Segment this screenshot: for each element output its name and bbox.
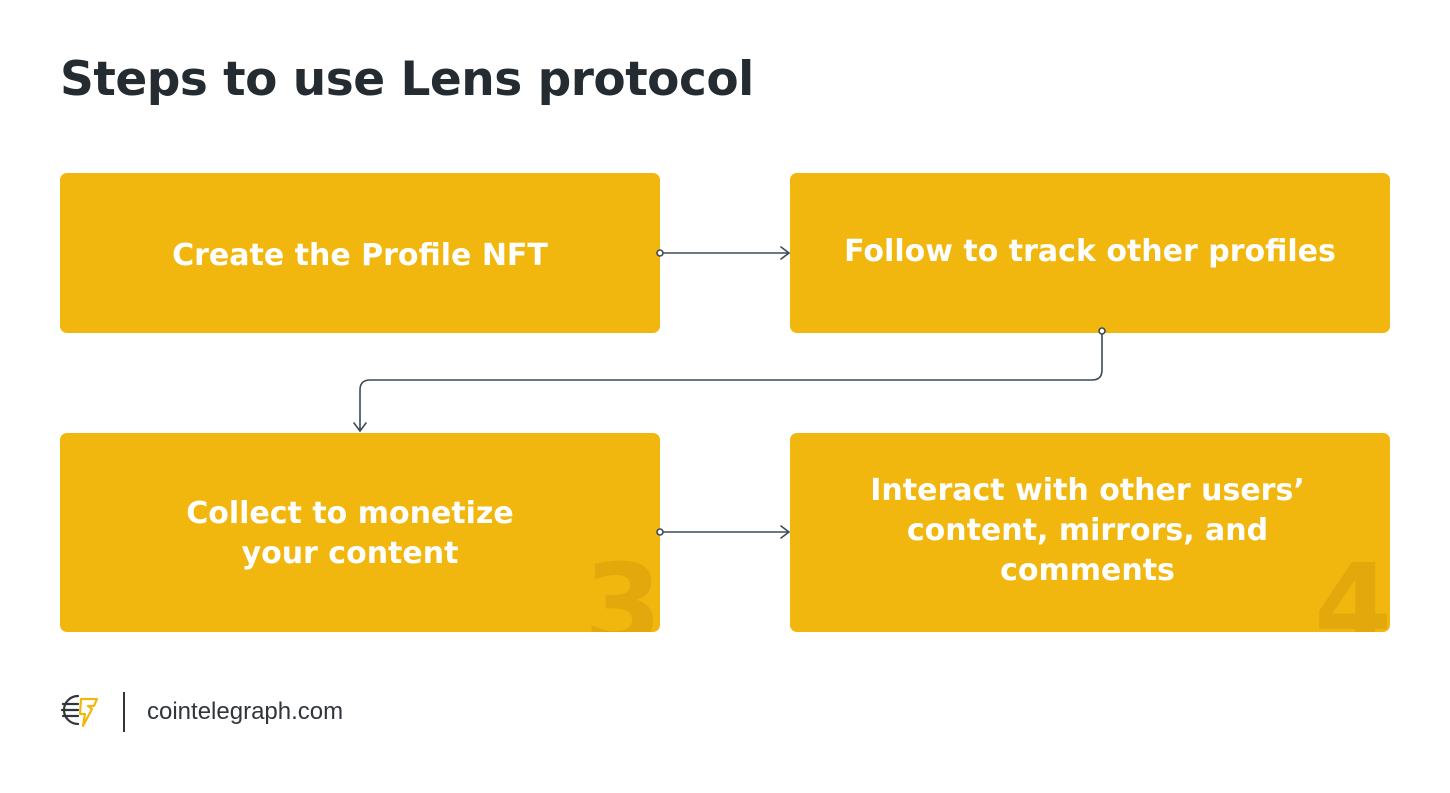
step-1-label: Create the Profile NFT — [172, 238, 548, 273]
arrow-step2-to-step3 — [353, 327, 1106, 432]
footer-domain: cointelegraph.com — [147, 698, 344, 725]
arrow-step3-to-step4 — [656, 525, 790, 539]
cointelegraph-logo-icon — [59, 690, 101, 734]
step-4-label: Interact with other users’ content, mirr… — [870, 473, 1305, 588]
step-4-card: Interact with other users’ content, mirr… — [790, 433, 1390, 632]
step-3-label: Collect to monetize your content — [186, 495, 514, 571]
step-4-number: 4 — [1314, 541, 1390, 632]
arrow-step1-to-step2 — [656, 246, 790, 260]
step-2-label: Follow to track other profiles — [844, 234, 1336, 269]
step-3-number: 3 — [584, 541, 660, 632]
diagram-title: Steps to use Lens protocol — [60, 52, 754, 107]
step-1-card: Create the Profile NFT — [60, 173, 660, 333]
footer-divider — [123, 692, 125, 732]
step-2-card: Follow to track other profiles — [790, 173, 1390, 333]
step-3-card: Collect to monetize your content 3 — [60, 433, 660, 632]
footer: cointelegraph.com — [59, 690, 343, 734]
